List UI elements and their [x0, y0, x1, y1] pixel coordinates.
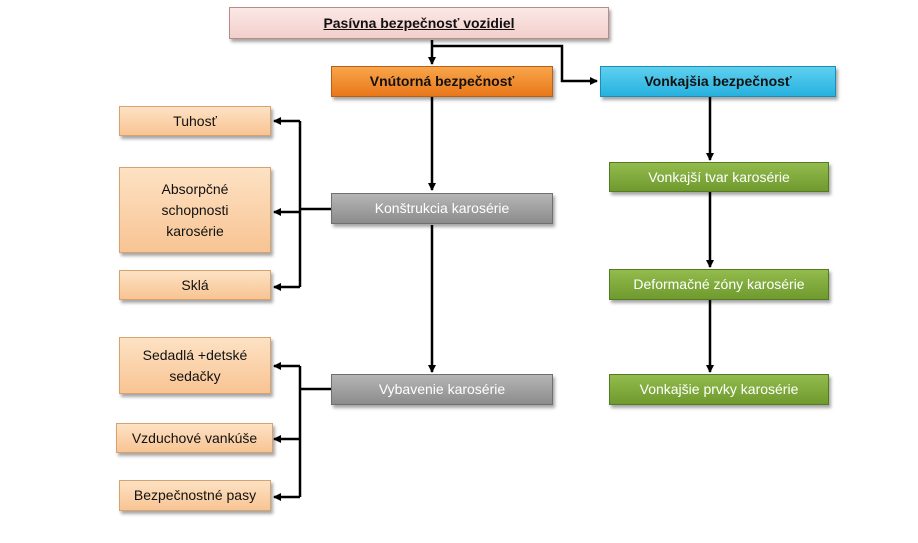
arrow-root-to-external	[432, 44, 598, 85]
node-deformation-zones-label: Deformačné zóny karosérie	[633, 276, 805, 292]
leaf-skla-label: Sklá	[181, 276, 209, 293]
node-external-shape: Vonkajší tvar karosérie	[609, 162, 829, 192]
node-internal-safety-label: Vnútorná bezpečnosť	[369, 73, 515, 89]
leaf-vzduchove-vankuse-label: Vzduchové vankúše	[131, 429, 258, 446]
node-external-parts-label: Vonkajšie prvky karosérie	[639, 381, 799, 397]
node-external-safety-label: Vonkajšia bezpečnosť	[644, 73, 792, 89]
leaf-absorpcne-schopnosti-label: Absorpčné schopnosti karosérie	[161, 180, 229, 239]
node-construction: Konštrukcia karosérie	[331, 193, 553, 224]
leaf-vzduchove-vankuse: Vzduchové vankúše	[116, 423, 273, 453]
node-construction-label: Konštrukcia karosérie	[374, 200, 510, 216]
leaf-absorpcne-schopnosti: Absorpčné schopnosti karosérie	[119, 167, 271, 253]
leaf-bezpecnostne-pasy-label: Bezpečnostné pasy	[133, 487, 257, 503]
node-external-parts: Vonkajšie prvky karosérie	[609, 374, 829, 405]
node-external-safety: Vonkajšia bezpečnosť	[600, 66, 836, 97]
leaf-skla: Sklá	[119, 270, 271, 300]
leaf-tuhost-label: Tuhosť	[173, 112, 217, 129]
node-equipment-label: Vybavenie karosérie	[378, 381, 506, 397]
node-external-shape-label: Vonkajší tvar karosérie	[648, 168, 790, 185]
node-equipment: Vybavenie karosérie	[331, 374, 553, 405]
node-internal-safety: Vnútorná bezpečnosť	[331, 66, 553, 97]
leaf-sedadla-label: Sedadlá +detské sedačky	[142, 346, 248, 384]
leaf-sedadla: Sedadlá +detské sedačky	[119, 337, 271, 394]
node-root-label: Pasívna bezpečnosť vozidiel	[323, 14, 515, 31]
leaf-bezpecnostne-pasy: Bezpečnostné pasy	[119, 480, 271, 511]
node-deformation-zones: Deformačné zóny karosérie	[609, 269, 829, 300]
node-root: Pasívna bezpečnosť vozidiel	[229, 7, 609, 39]
leaf-tuhost: Tuhosť	[119, 106, 271, 136]
